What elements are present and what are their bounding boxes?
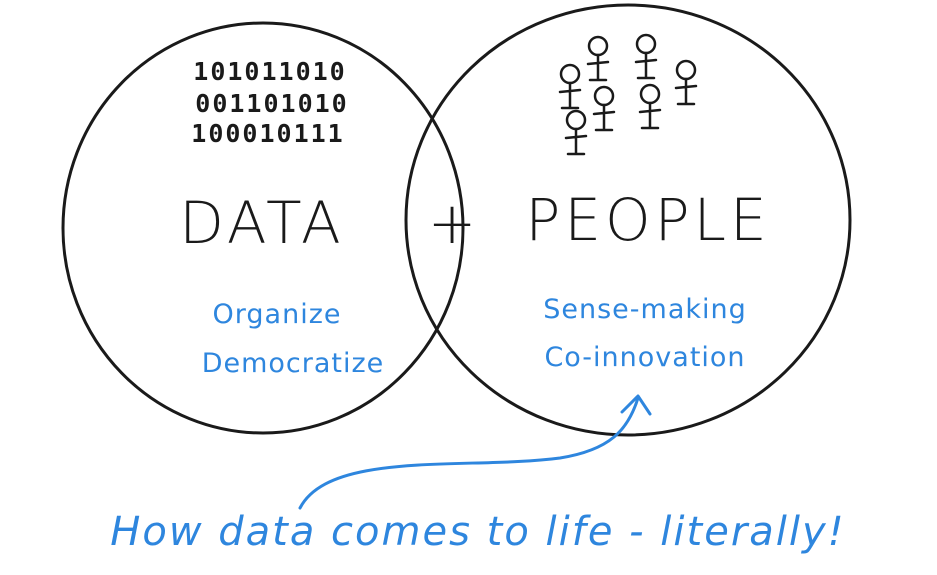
caption: How data comes to life - literally! [110,509,845,555]
stick-figure-icon [558,63,582,110]
data-circle [61,21,465,435]
stick-figure-icon [638,83,662,130]
stick-figure-icon [674,59,698,106]
people-circle [404,3,852,437]
plus-operator: + [428,189,481,257]
data-title: DATA [179,189,344,257]
binary-row: 101011010 [193,57,346,86]
people-label-sense-making: Sense-making [543,294,747,325]
people-title: PEOPLE [525,186,770,254]
data-label-organize: Organize [213,299,342,330]
people-label-co-innovation: Co-innovation [544,342,745,373]
stick-figures [558,33,698,156]
binary-row: 100010111 [191,119,344,148]
stick-figure-icon [634,33,658,80]
stick-figure-icon [592,85,616,132]
binary-row: 001101010 [195,89,348,118]
data-label-democratize: Democratize [202,348,385,379]
stick-figure-icon [564,109,588,156]
binary-digits: 101011010 001101010 100010111 [191,57,348,148]
stick-figure-icon [586,35,610,82]
curved-arrow-icon [298,394,652,510]
